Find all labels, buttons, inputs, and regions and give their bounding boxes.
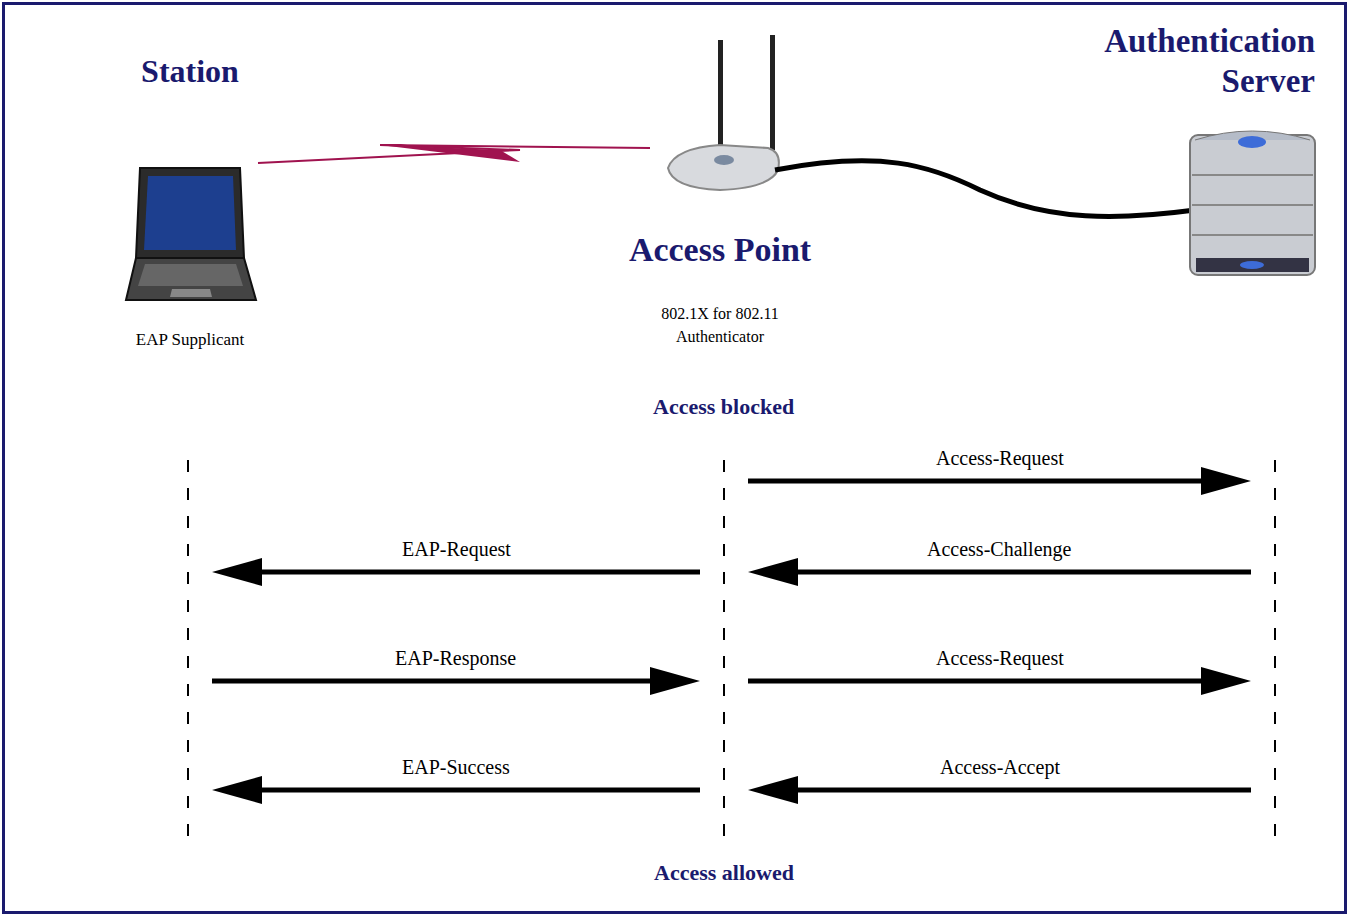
state-label: Access allowed [654, 860, 794, 886]
message-arrow [212, 667, 700, 695]
message-label: Access-Accept [937, 756, 1063, 779]
message-arrow [748, 558, 1251, 586]
wireless-bolt [380, 145, 520, 162]
network-cable [775, 161, 1195, 217]
message-label: Access-Challenge [924, 538, 1074, 561]
access-point-icon [668, 35, 779, 190]
message-arrow [748, 776, 1251, 804]
server-icon [1190, 131, 1315, 275]
message-label: EAP-Request [399, 538, 514, 561]
actor-node: StationEAP Supplicant [85, 50, 295, 357]
lifelines [188, 460, 1275, 850]
actor-node: Authentication Server [1030, 22, 1315, 122]
message-arrow [212, 776, 700, 804]
message-arrow [212, 558, 700, 586]
actor-role: 802.1X for 802.11 Authenticator [630, 302, 810, 348]
laptop-icon [126, 168, 256, 300]
actor-name: Station [85, 52, 295, 90]
message-label: EAP-Success [399, 756, 513, 779]
wireless-link [258, 145, 650, 163]
actor-node: Access Point 802.1X for 802.11 Authentica… [540, 40, 900, 360]
message-label: Access-Request [933, 447, 1067, 470]
message-arrow [748, 667, 1251, 695]
message-arrow [748, 467, 1251, 495]
actor-name: Access Point [540, 230, 900, 271]
actor-role: EAP Supplicant [85, 328, 295, 353]
message-label: EAP-Response [392, 647, 519, 670]
state-label: Access blocked [653, 394, 794, 420]
message-label: Access-Request [933, 647, 1067, 670]
actor-name: Authentication Server [1030, 22, 1315, 101]
